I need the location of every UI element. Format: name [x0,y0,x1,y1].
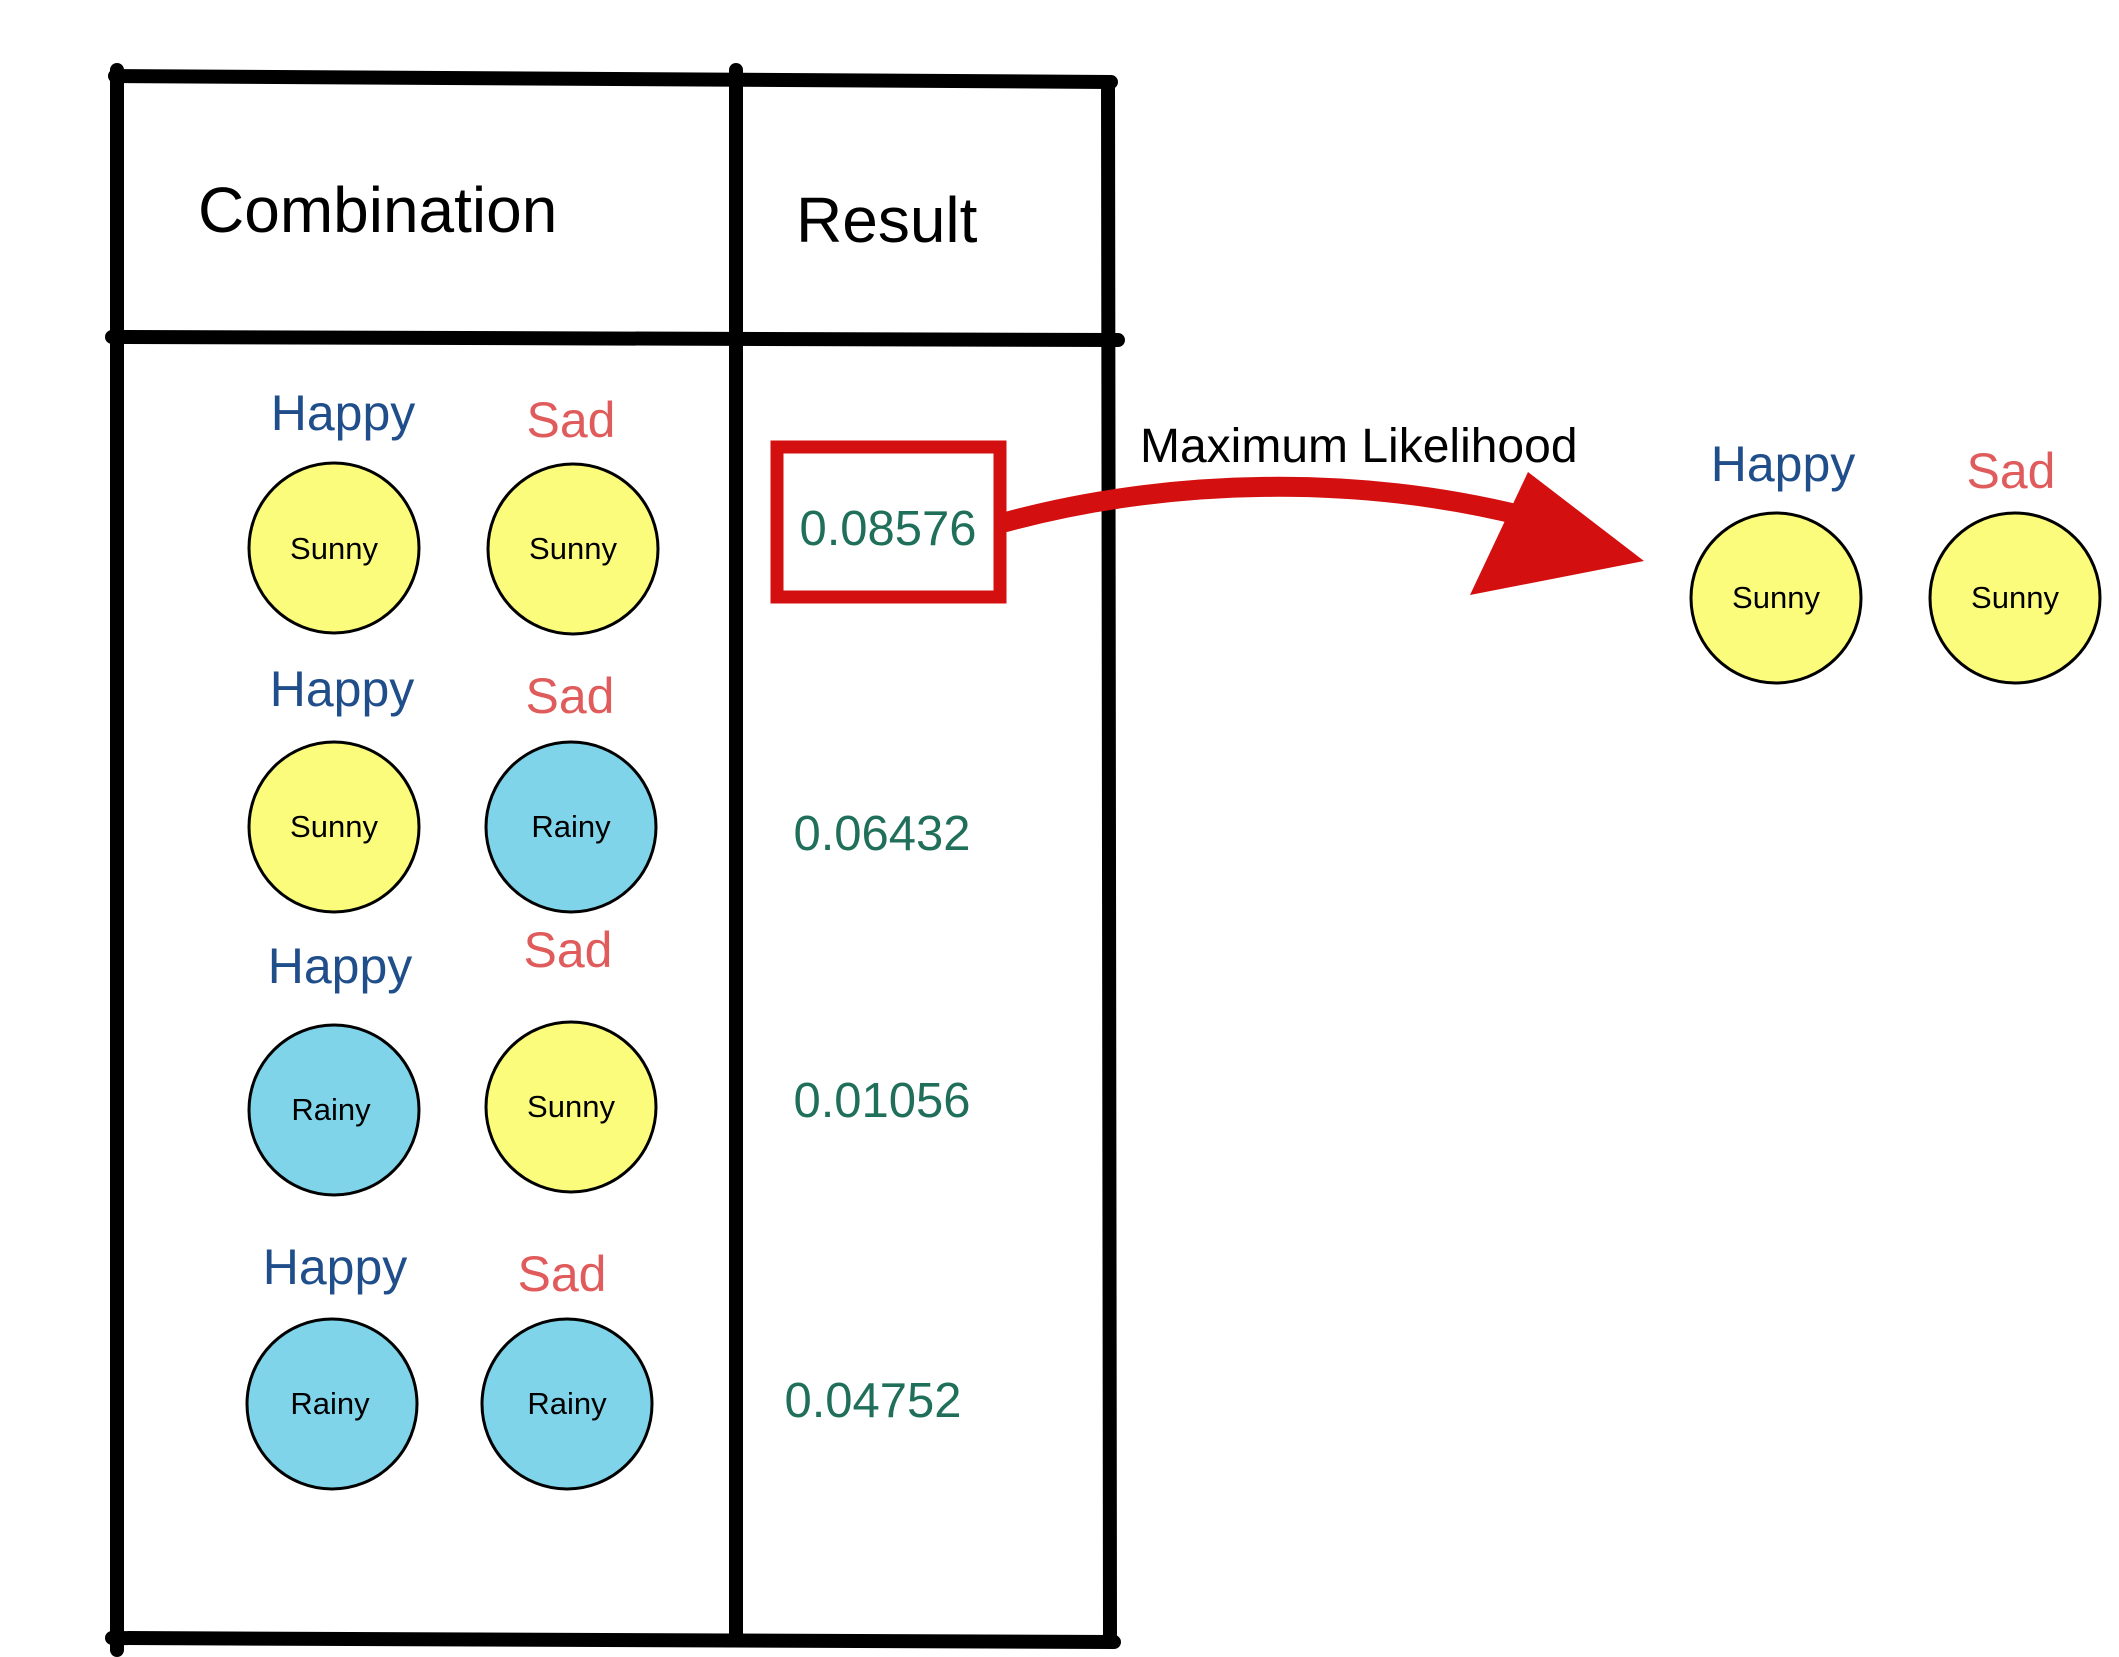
sad-label: Sad [518,1246,607,1302]
sad-label: Sad [524,922,613,978]
sad-state-circle [484,1020,658,1194]
happy-state-label: Sunny [290,809,378,844]
table-row: Happy Sad Rainy Rainy 0.04752 [245,1239,962,1491]
outcome-happy-state-circle [1689,511,1863,685]
maximum-likelihood-arrow [996,472,1644,595]
table-top-border [108,69,1118,89]
sad-state-circle [484,740,658,914]
happy-state-label: Rainy [291,1092,371,1127]
outcome-happy-state-label: Sunny [1732,580,1820,615]
happy-label: Happy [268,938,413,994]
table-row: Happy Sad Sunny Sunny 0.08576 [247,385,1007,636]
outcome-sad-label: Sad [1967,443,2056,499]
happy-label: Happy [271,385,416,441]
sad-state-label: Rainy [531,809,611,844]
arrow-head [1470,472,1644,595]
happy-label: Happy [270,661,415,717]
result-value: 0.04752 [784,1374,961,1428]
sad-state-circle [486,462,660,636]
outcome-sad-state-circle [1928,511,2102,685]
happy-state-label: Sunny [290,531,378,566]
arrow-shaft [996,476,1560,533]
result-value: 0.08576 [799,502,976,556]
header-combination: Combination [198,174,557,246]
outcome-sad-state-label: Sunny [1971,580,2059,615]
outcome: Happy Sad Sunny Sunny [1689,436,2102,685]
happy-state-circle [247,740,421,914]
header-result: Result [796,184,978,256]
table-bottom-border [105,1631,1121,1649]
sad-state-label: Sunny [529,531,617,566]
happy-state-label: Rainy [290,1386,370,1421]
sad-state-label: Sunny [527,1089,615,1124]
table-right-border [1101,75,1117,1647]
result-value: 0.01056 [793,1074,970,1128]
happy-label: Happy [263,1239,408,1295]
table-row: Happy Sad Sunny Rainy 0.06432 [247,661,971,914]
table-frame [105,63,1125,1657]
happy-state-circle [245,1317,419,1491]
sad-label: Sad [527,392,616,448]
sad-state-circle [480,1317,654,1491]
arrow-label: Maximum Likelihood [1140,420,1578,473]
sad-state-label: Rainy [527,1386,607,1421]
result-value: 0.06432 [793,807,970,861]
table-header-divider [105,330,1125,347]
table-row: Happy Sad Rainy Sunny 0.01056 [247,922,971,1197]
happy-state-circle [247,1023,421,1197]
happy-state-circle [247,461,421,635]
outcome-happy-label: Happy [1711,436,1856,492]
sad-label: Sad [526,668,615,724]
